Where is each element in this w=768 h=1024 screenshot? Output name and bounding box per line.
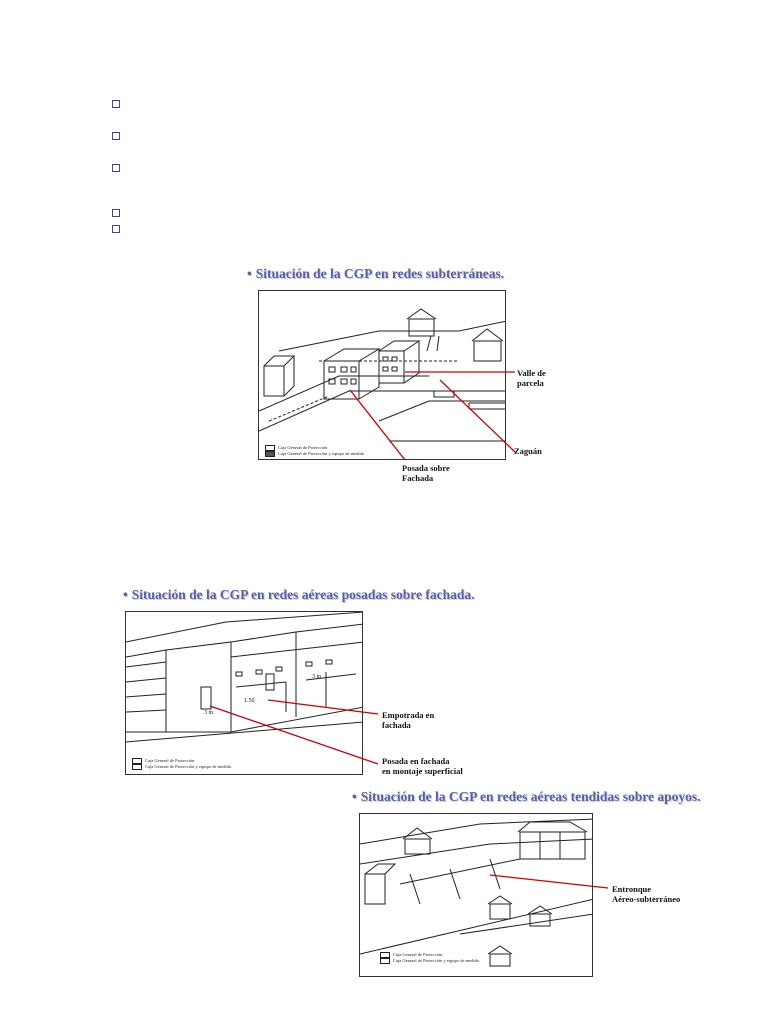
legend-swatch-icon bbox=[132, 758, 142, 764]
dimension-label-1: 1.50 bbox=[244, 698, 255, 704]
bullet-dot-icon: • bbox=[352, 789, 357, 804]
figure1-legend: Caja General de Protección Caja General … bbox=[265, 445, 364, 458]
bullet-dot-icon: • bbox=[247, 266, 252, 281]
figure-aerial-facade: 1.50 3 m 3 m Caja General de Protección … bbox=[125, 611, 363, 775]
legend-swatch-filled-icon bbox=[265, 451, 275, 458]
figure2-legend: Caja General de Protección Caja General … bbox=[132, 758, 231, 771]
figure-aerial-poles: Caja General de Protección Caja General … bbox=[359, 813, 593, 977]
bullet-checkbox-icon bbox=[112, 164, 120, 172]
section2-heading: •Situación de la CGP en redes aéreas pos… bbox=[123, 587, 475, 602]
bullet-checkbox-icon bbox=[112, 132, 120, 140]
figure-underground-drawing bbox=[259, 308, 505, 442]
section1-heading: •Situación de la CGP en redes subterráne… bbox=[247, 266, 505, 281]
bullet-checkbox-icon bbox=[112, 225, 120, 233]
bullet-checkbox-icon bbox=[112, 209, 120, 217]
dimension-label-2: 3 m bbox=[312, 674, 322, 680]
figure3-legend: Caja General de Protección Caja General … bbox=[380, 952, 479, 965]
figure-underground-network: Caja General de Protección Caja General … bbox=[258, 290, 506, 460]
bullet-checkbox-icon bbox=[112, 100, 120, 108]
figure-poles-drawing bbox=[360, 818, 592, 967]
legend-swatch-icon bbox=[265, 445, 275, 451]
bullet-dot-icon: • bbox=[123, 587, 128, 602]
section3-heading: •Situación de la CGP en redes aéreas ten… bbox=[352, 789, 701, 804]
legend-swatch-icon bbox=[380, 958, 390, 965]
legend-swatch-icon bbox=[132, 764, 142, 771]
figure-facade-drawing bbox=[126, 612, 362, 743]
dimension-label-3: 3 m bbox=[204, 710, 214, 716]
legend-swatch-icon bbox=[380, 952, 390, 958]
callout-zaguan: Zaguán bbox=[514, 446, 542, 456]
